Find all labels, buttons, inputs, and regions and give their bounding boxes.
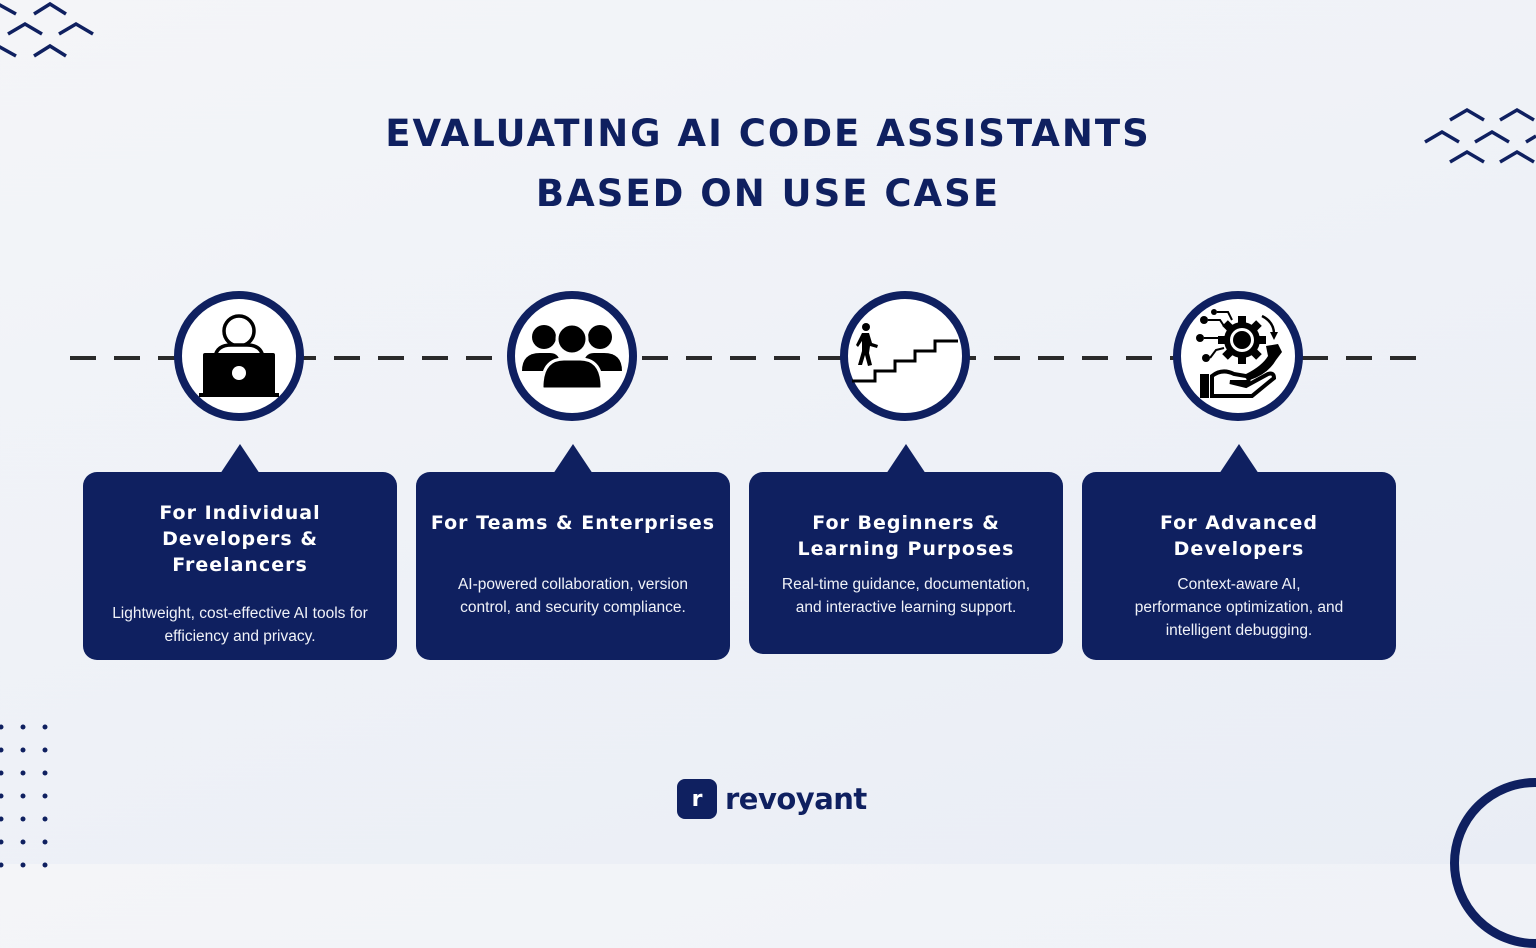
icon-circle-advanced — [1173, 291, 1303, 421]
dot-grid-decoration — [0, 724, 48, 868]
person-climbing-stairs-icon — [852, 323, 958, 383]
use-case-card-teams: For Teams & Enterprises AI-powered colla… — [416, 472, 730, 660]
card-heading: For Individual Developers & Freelancers — [159, 502, 321, 576]
card-description: Lightweight, cost-effective AI tools for… — [112, 605, 368, 645]
card-description: AI-powered collaboration, version contro… — [457, 576, 689, 616]
icon-circle-beginners — [840, 291, 970, 421]
use-case-card-beginners: For Beginners & Learning Purposes Real-t… — [749, 472, 1063, 654]
chevron-pattern-top-right — [1424, 107, 1536, 164]
team-group-icon — [522, 322, 622, 391]
title-line-1: EVALUATING AI CODE ASSISTANTS — [385, 112, 1151, 155]
ring-decoration — [1450, 778, 1536, 948]
icon-circle-individual — [174, 291, 304, 421]
card-heading: For Advanced Developers — [1159, 512, 1319, 560]
icon-circle-teams — [507, 291, 637, 421]
card-heading: For Teams & Enterprises — [430, 512, 716, 534]
dashed-timeline — [70, 356, 1425, 360]
title-line-2: BASED ON USE CASE — [535, 172, 1001, 215]
chevron-pattern-top-left — [0, 1, 94, 58]
page-title: EVALUATING AI CODE ASSISTANTS BASED ON U… — [0, 104, 1536, 224]
card-heading: For Beginners & Learning Purposes — [797, 512, 1015, 560]
logo-mark: r — [677, 779, 717, 819]
use-case-card-individual: For Individual Developers & Freelancers … — [83, 472, 397, 660]
card-description: Real-time guidance, documentation, and i… — [781, 576, 1031, 616]
gear-wrench-hand-icon — [1196, 309, 1282, 398]
logo-wordmark: revoyant — [725, 782, 867, 816]
brand-logo: r revoyant — [677, 779, 867, 819]
person-laptop-icon — [199, 314, 279, 397]
card-description: Context-aware AI, performance optimizati… — [1134, 576, 1344, 639]
use-case-card-advanced: For Advanced Developers Context-aware AI… — [1082, 472, 1396, 660]
